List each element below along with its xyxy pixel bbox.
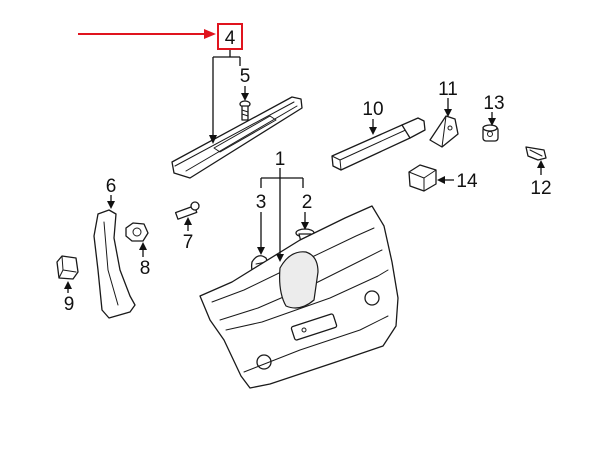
callout-8: 8 <box>140 258 151 279</box>
part-6-side-trim <box>93 209 136 319</box>
callout-10: 10 <box>362 99 383 120</box>
highlight-box <box>217 23 243 50</box>
part-10-bar <box>331 117 426 171</box>
part-5-screw <box>239 100 251 121</box>
callout-13: 13 <box>483 93 504 114</box>
part-13-bushing <box>482 124 499 142</box>
part-11-bracket <box>429 115 459 148</box>
callout-1: 1 <box>275 149 286 170</box>
part-8-nut <box>125 222 149 242</box>
callout-9: 9 <box>64 294 75 315</box>
callout-2: 2 <box>302 192 313 213</box>
part-9-cap <box>56 255 79 280</box>
part-12-screw <box>525 146 547 161</box>
part-4-trim-strip <box>171 96 303 179</box>
callout-3: 3 <box>256 192 267 213</box>
highlight-pointer <box>78 29 216 39</box>
callout-11: 11 <box>438 79 458 100</box>
leader-lines <box>64 50 545 293</box>
part-1-liftgate-panel <box>199 205 399 389</box>
callout-12: 12 <box>530 178 551 199</box>
callout-5: 5 <box>240 66 251 87</box>
callout-14: 14 <box>456 171 478 192</box>
callout-4: 4 <box>225 28 236 49</box>
callout-labels: 4 5 10 11 13 12 14 1 3 2 6 7 8 9 <box>64 28 552 315</box>
part-14-clip <box>408 164 437 192</box>
callout-7: 7 <box>183 232 194 253</box>
part-7-bolt <box>174 201 200 220</box>
callout-6: 6 <box>106 176 117 197</box>
